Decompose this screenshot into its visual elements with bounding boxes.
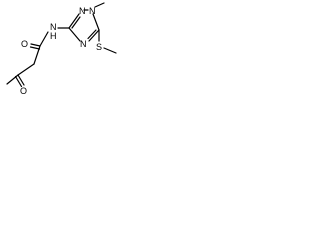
bond-ch3-c3 — [6, 74, 19, 85]
ring-n4-label: N — [80, 39, 87, 49]
amide-o-label: O — [21, 39, 28, 49]
bond-ring-c3-n2-inner — [71, 16, 81, 29]
bond-c3-c2 — [17, 63, 35, 76]
bond-ketone-co-b — [14, 75, 23, 88]
bond-ring-c3-n2 — [68, 13, 80, 29]
bond-ring-c5-n4-inner — [87, 29, 97, 40]
bond-ring-n4-c3 — [68, 27, 81, 42]
ketone-o-label: O — [20, 86, 27, 95]
bond-ring-c5-n4 — [88, 29, 100, 42]
bond-n-methyl — [94, 2, 105, 8]
bond-amide-co-b — [29, 46, 41, 50]
ring-n1-label: N — [79, 6, 86, 16]
bond-ketone-co-a — [17, 74, 25, 86]
bond-amide-co-a — [30, 43, 41, 47]
ring-n-methyl-label: N — [89, 6, 96, 16]
bond-c1-amide-n — [39, 31, 49, 47]
bond-ring-n1-c5 — [92, 13, 100, 31]
thio-s-label: S — [96, 42, 102, 52]
bond-s-methyl — [103, 47, 117, 54]
atom-labels: N H N N N O O S — [20, 6, 102, 95]
molecule-structure: N H N N N O O S — [6, 2, 117, 95]
bonds — [6, 2, 117, 88]
amide-h-label: H — [50, 31, 57, 41]
amide-n-label: N — [50, 22, 57, 32]
